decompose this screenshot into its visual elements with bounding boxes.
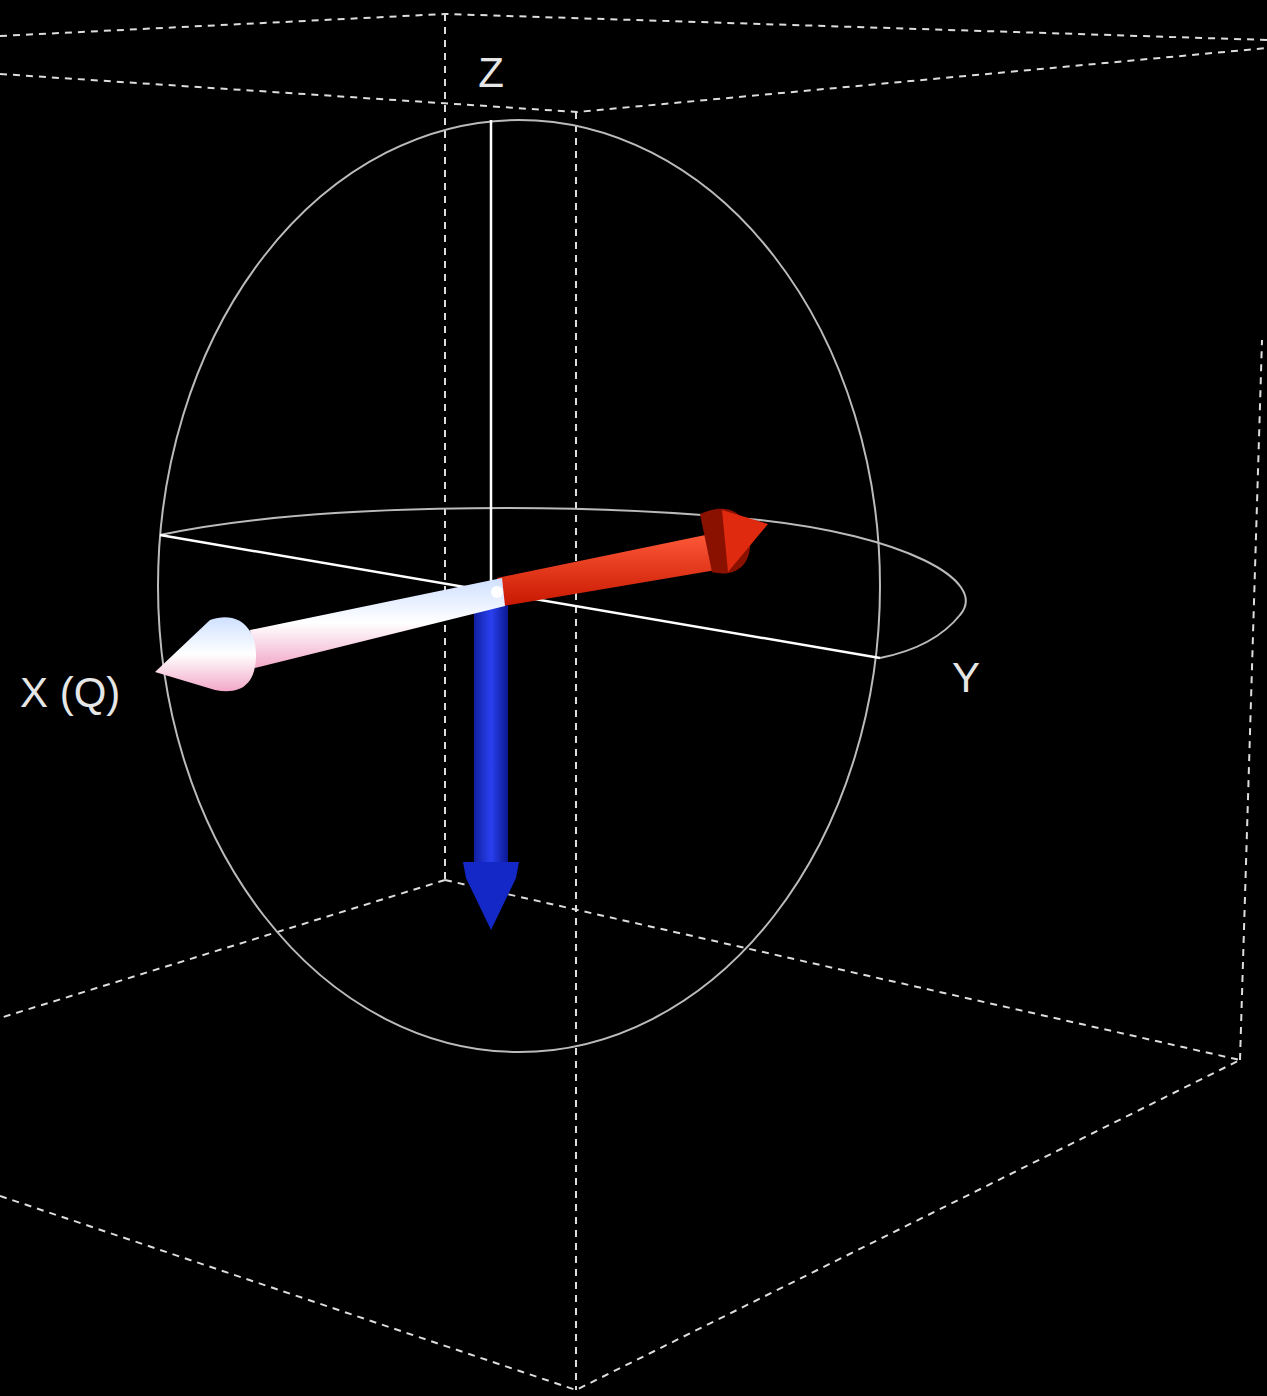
axis-label: Y bbox=[952, 657, 980, 699]
axis-label: Z bbox=[478, 52, 504, 94]
y-arrow bbox=[497, 509, 768, 606]
unit-sphere bbox=[158, 120, 966, 1052]
axis-lines bbox=[160, 120, 880, 658]
z-arrow bbox=[463, 592, 519, 930]
bounding-box bbox=[0, 14, 1267, 1390]
x-arrow bbox=[155, 578, 505, 691]
axis-label: X (Q) bbox=[20, 672, 120, 714]
